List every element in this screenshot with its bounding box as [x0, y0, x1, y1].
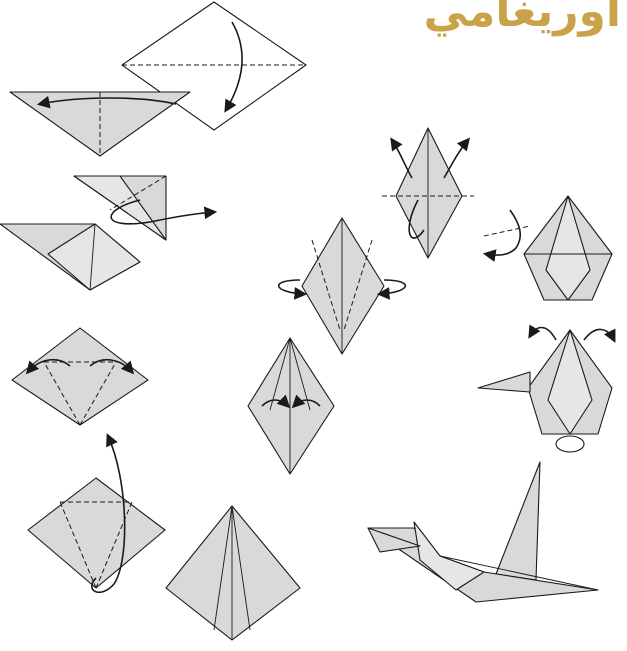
page-title: اوريغامي: [424, 0, 621, 37]
step-bird-base: [166, 506, 300, 640]
step-kite-folds: [12, 328, 148, 425]
step-legs-folded-up: [382, 128, 474, 258]
step-triangle-fold: [10, 92, 190, 156]
step-petal-fold-up: [28, 436, 165, 592]
step-narrow-diamond: [248, 338, 334, 474]
step-finished-crane: [368, 462, 598, 602]
step-wings-spread: [478, 328, 614, 453]
step-squash-fold: [0, 224, 140, 290]
step-inside-reverse-folds: [279, 218, 406, 354]
step-crane-preliminary: [484, 196, 612, 300]
